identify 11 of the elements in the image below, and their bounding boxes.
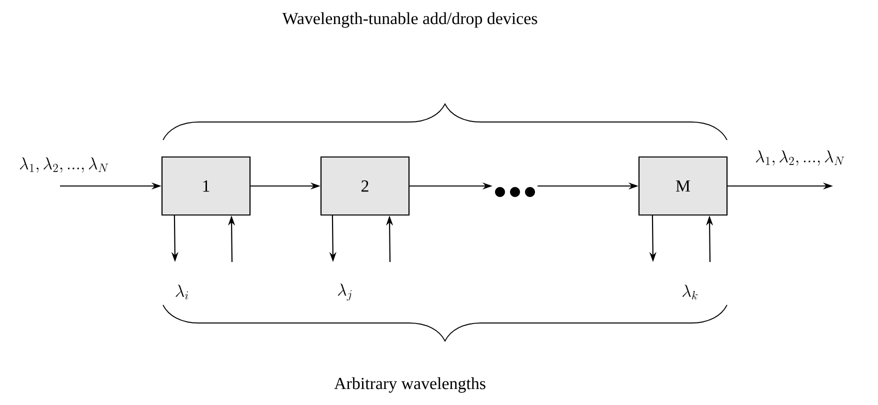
brace-label: Wavelength-tunable add/drop devices [282,12,538,28]
device-box: M [638,156,728,216]
device-box: 1 [161,156,251,216]
edge-label: $\lambda_1, \lambda_2, ..., \lambda_N$ [756,150,844,166]
wavelength-label: $\lambda_j$ [338,284,352,301]
device-box: 2 [320,156,410,216]
wavelength-label: $\lambda_k$ [682,284,698,300]
brace-label: Arbitrary wavelengths [334,377,486,393]
ellipsis-dots [495,187,535,197]
wavelength-label: $\lambda_i$ [176,284,188,300]
edge-label: $\lambda_1, \lambda_2, ..., \lambda_N$ [20,157,108,173]
